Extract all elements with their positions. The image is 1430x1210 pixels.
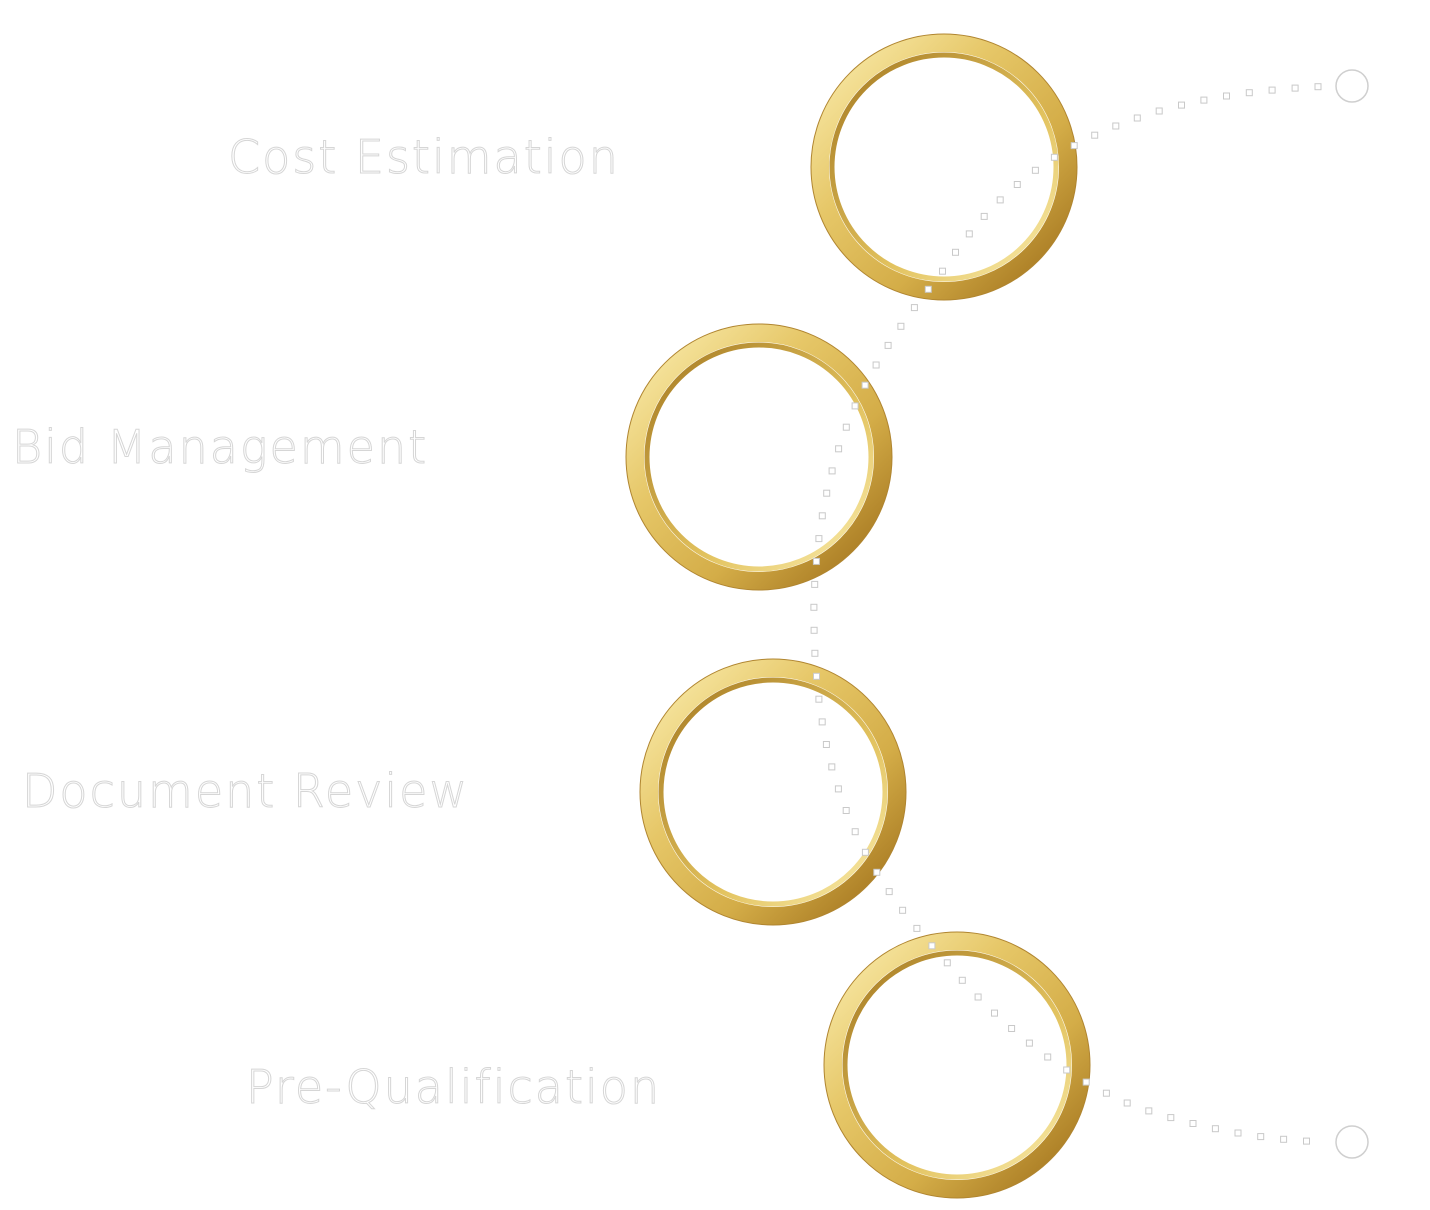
connector-dot xyxy=(822,741,830,748)
connector-dot xyxy=(835,445,843,453)
step-ring xyxy=(810,33,1078,301)
connector-dot xyxy=(813,672,820,680)
connector-dot xyxy=(1025,1039,1033,1047)
connector-dot xyxy=(1008,1025,1016,1032)
connector-dot xyxy=(861,381,869,389)
connector-dot xyxy=(1031,166,1039,174)
connector-dot xyxy=(842,423,850,431)
connector-dot xyxy=(851,402,859,410)
end-node-top xyxy=(1335,69,1369,103)
step-ring xyxy=(625,323,893,591)
connector-dot xyxy=(811,649,819,657)
connector-dot xyxy=(897,322,905,330)
connector-dot xyxy=(1167,1114,1175,1122)
connector-dot xyxy=(1303,1137,1310,1145)
connector-dot xyxy=(943,959,951,967)
connector-dot xyxy=(1123,1099,1131,1107)
connector-dot xyxy=(1211,1125,1219,1133)
connector-dot xyxy=(1155,107,1163,115)
connector-dot xyxy=(1234,1129,1242,1137)
connector-dot xyxy=(1133,114,1141,122)
connector-dot xyxy=(818,512,826,520)
connector-dot xyxy=(1268,86,1276,94)
connector-dot xyxy=(1063,1066,1071,1074)
connector-dot xyxy=(828,467,836,475)
connector-dot xyxy=(1245,89,1253,97)
connector-dot xyxy=(810,603,818,611)
connector-dot xyxy=(815,695,823,703)
connector-dot xyxy=(885,888,893,896)
connector-dots xyxy=(810,83,1322,1145)
connector-dot xyxy=(952,248,959,256)
connector-dot xyxy=(958,976,966,984)
step-ring xyxy=(639,658,907,926)
connector-dot xyxy=(980,212,988,220)
step-label-document-review: Document Review xyxy=(21,764,470,818)
connector-dot xyxy=(823,489,831,497)
connector-dot xyxy=(1070,142,1078,150)
connector-dot xyxy=(1112,122,1120,130)
connector-dot xyxy=(1145,1107,1153,1115)
connector-dot xyxy=(1189,1120,1197,1127)
connector-dot xyxy=(818,718,826,726)
connector-dot xyxy=(1178,101,1185,109)
connector-dot xyxy=(861,848,869,856)
connector-dot xyxy=(899,906,907,914)
dotted-connector xyxy=(814,86,1336,1142)
connector-dot xyxy=(1291,84,1299,92)
connector-dot xyxy=(851,828,859,836)
connector-dot xyxy=(928,942,936,950)
connector-dot xyxy=(1013,181,1021,188)
connector-dot xyxy=(974,993,982,1001)
end-node-bottom xyxy=(1335,1125,1369,1159)
connector-dot xyxy=(872,361,880,369)
connector-dot xyxy=(812,557,820,565)
connector-dot xyxy=(1257,1133,1265,1141)
connector-dot xyxy=(1223,92,1230,100)
connector-dot xyxy=(1314,83,1322,91)
connector-dot xyxy=(811,580,819,588)
connector-dot xyxy=(965,230,973,238)
step-label-pre-qualification: Pre-Qualification xyxy=(245,1060,662,1114)
connector-dot xyxy=(1082,1078,1090,1086)
connector-dot xyxy=(924,285,932,293)
connector-dot xyxy=(828,763,836,771)
connector-dot xyxy=(1280,1135,1288,1143)
step-label-cost-estimation: Cost Estimation xyxy=(228,130,620,184)
connector-dot xyxy=(1102,1089,1110,1097)
connector-dot xyxy=(991,1009,998,1017)
connector-dot xyxy=(815,535,823,543)
connector-dot xyxy=(996,196,1004,204)
connector-dot xyxy=(939,267,946,275)
connector-dot xyxy=(834,785,842,793)
connector-dot xyxy=(884,341,892,349)
connector-dot xyxy=(1091,131,1099,139)
connector-dot xyxy=(1200,96,1208,104)
connector-dot xyxy=(1050,153,1058,161)
step-ring xyxy=(823,931,1091,1199)
connector-dot xyxy=(1044,1053,1052,1061)
connector-dot xyxy=(913,924,921,932)
connector-dot xyxy=(810,626,818,634)
connector-dot xyxy=(842,807,850,814)
connector-dot xyxy=(910,304,918,312)
step-label-bid-management: Bid Management xyxy=(11,420,429,474)
connector-dot xyxy=(873,868,881,876)
